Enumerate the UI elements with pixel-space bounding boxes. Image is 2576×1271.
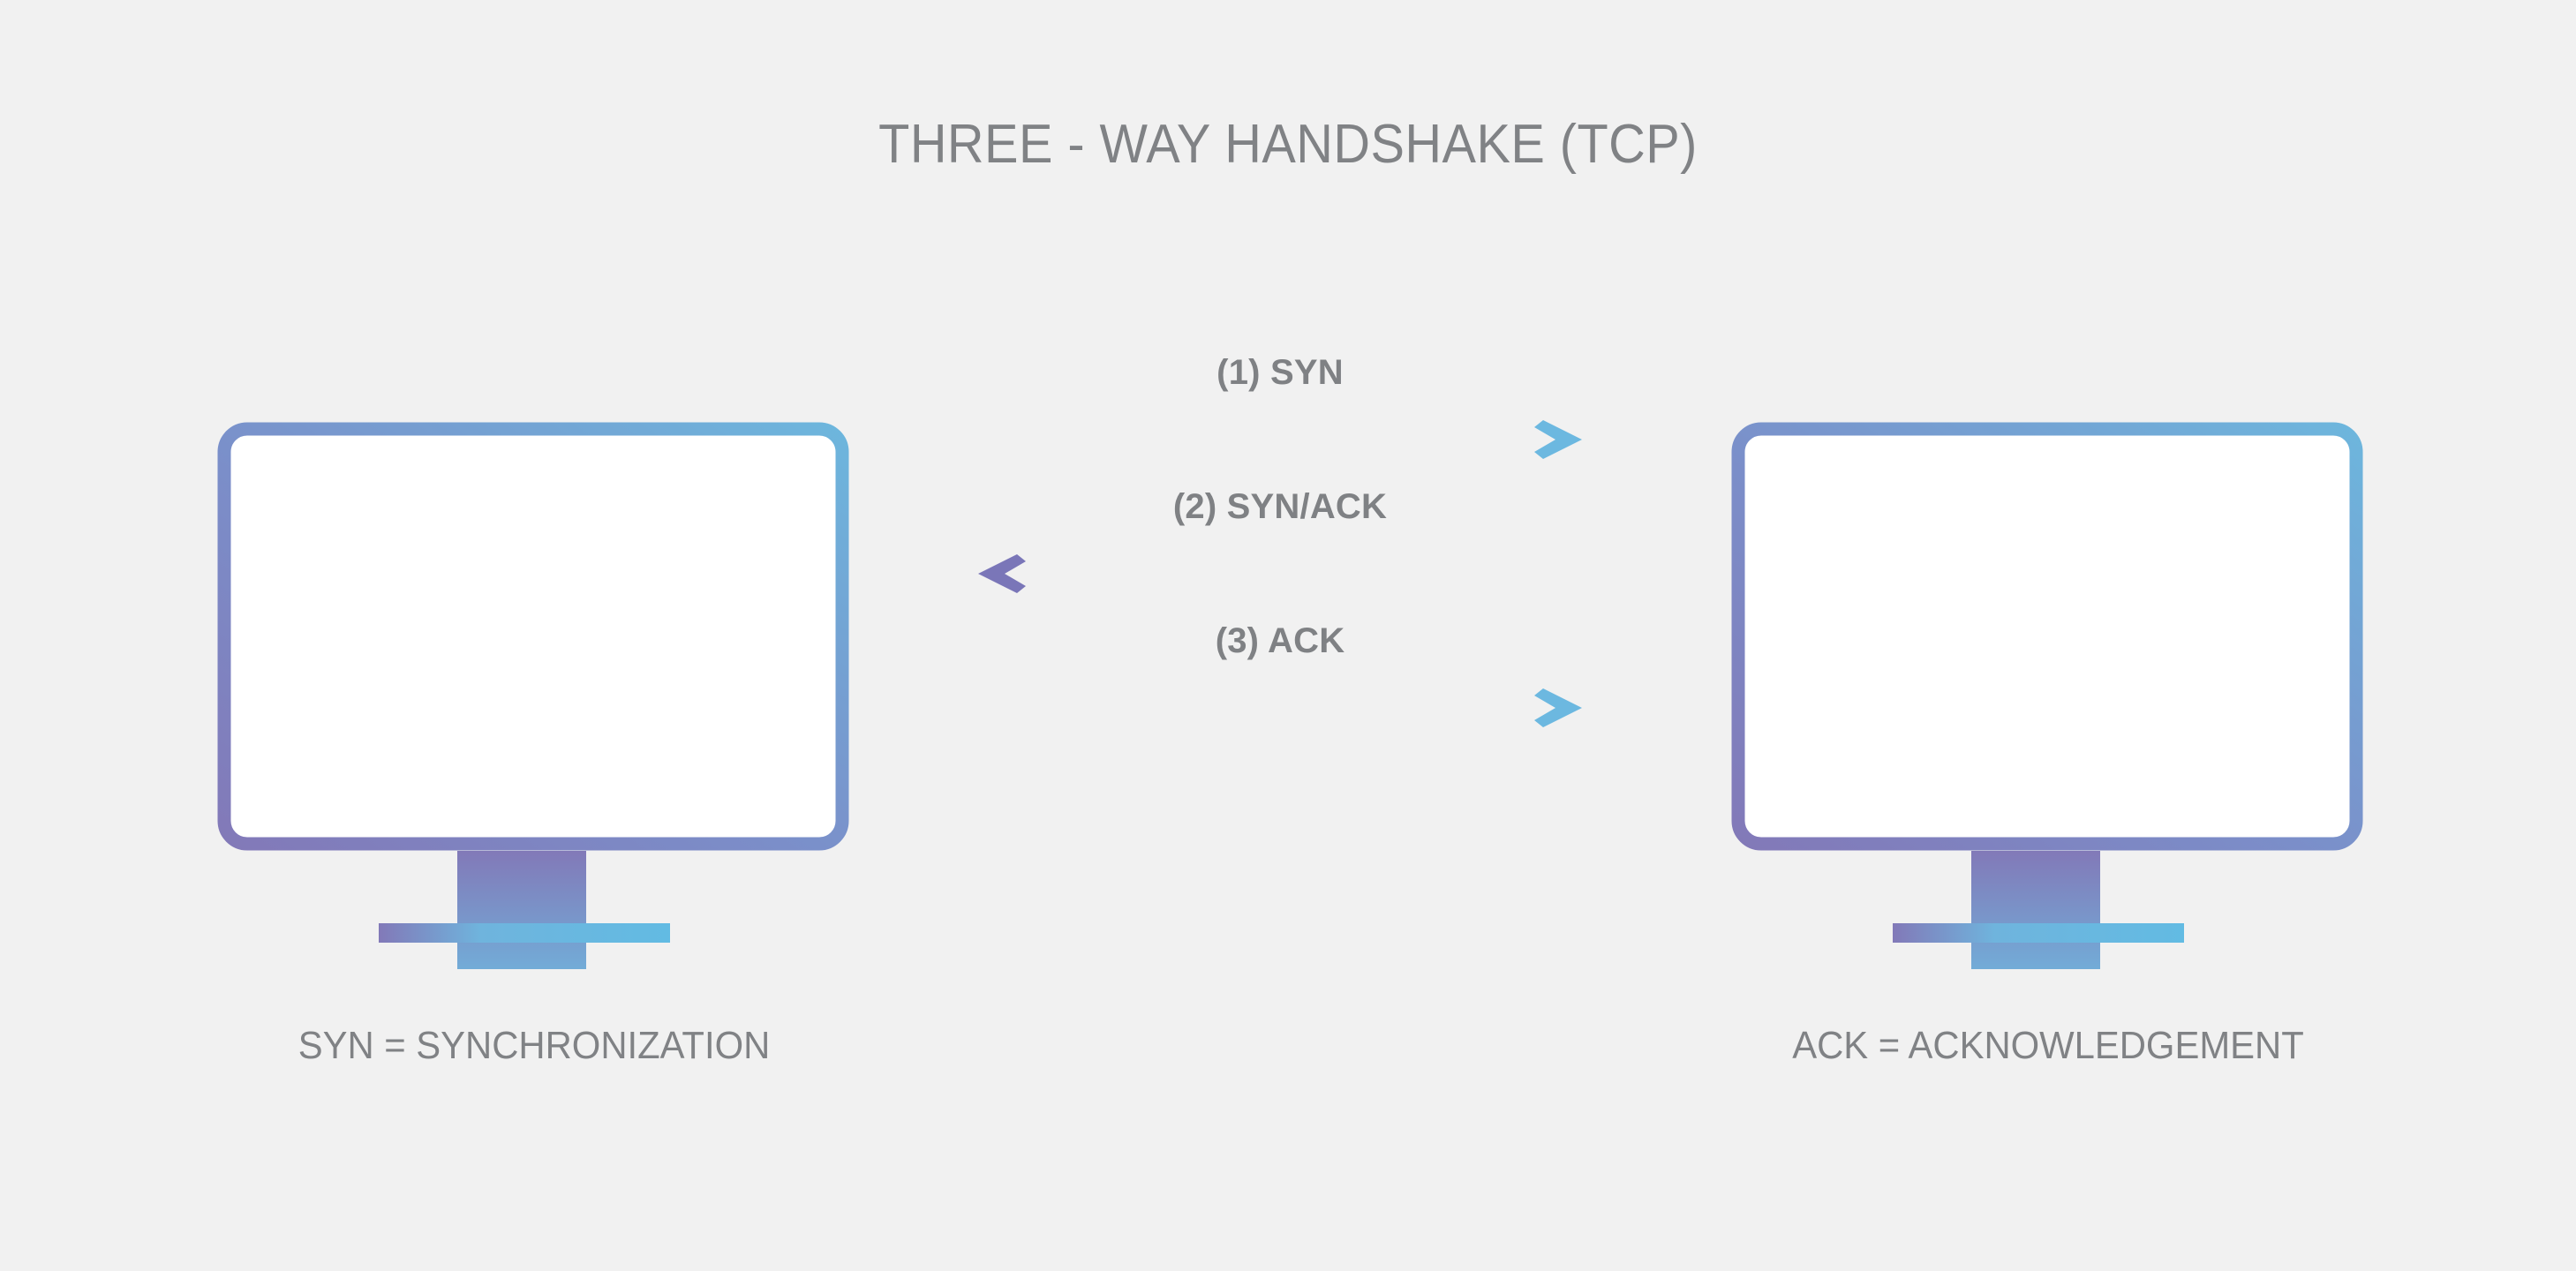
server-caption: ACK = ACKNOWLEDGEMENT — [1792, 1024, 2304, 1067]
message-step-1: (1) SYN — [953, 353, 1607, 485]
arrow-right-ack — [953, 688, 1582, 727]
message-step-2: (2) SYN/ACK — [953, 487, 1607, 620]
client-caption: SYN = SYNCHRONIZATION — [298, 1024, 771, 1067]
monitor-screen — [217, 422, 849, 851]
server-monitor-icon — [1731, 422, 2365, 969]
message-label-syn: (1) SYN — [1216, 353, 1344, 392]
client-monitor-icon — [217, 422, 851, 969]
message-label-synack: (2) SYN/ACK — [1172, 487, 1388, 526]
handshake-message-sequence: (1) SYN (2) SYN/ACK — [953, 353, 1607, 777]
page-title: THREE - WAY HANDSHAKE (TCP) — [878, 114, 1698, 175]
monitor-neck — [457, 851, 586, 969]
monitor-base — [379, 923, 670, 943]
arrow-left-synack — [978, 554, 1582, 593]
monitor-screen — [1731, 422, 2363, 851]
monitor-base — [1893, 923, 2184, 943]
message-step-3: (3) ACK — [953, 621, 1607, 754]
arrow-right-syn — [953, 420, 1582, 459]
monitor-neck — [1971, 851, 2100, 969]
message-label-ack: (3) ACK — [1215, 621, 1345, 660]
